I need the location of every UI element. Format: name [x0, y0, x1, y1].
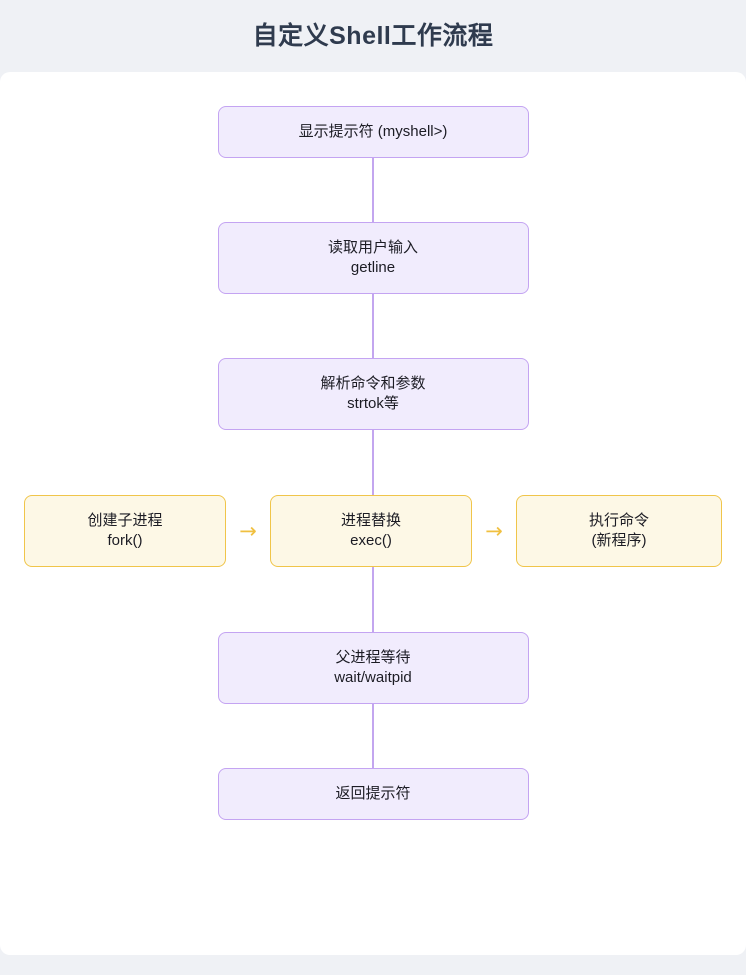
node-label-line1: 读取用户输入 [327, 239, 418, 256]
node-label-line1: 创建子进程 [87, 512, 163, 529]
page-header: 自定义Shell工作流程 [0, 0, 746, 72]
connector-wait-to-return [372, 704, 374, 768]
connector-prompt-to-read [372, 158, 374, 222]
node-label-line2: strtok等 [347, 395, 399, 412]
node-fork-child[interactable]: 创建子进程 fork() [24, 495, 226, 567]
node-label-line1: 返回提示符 [335, 785, 411, 802]
node-label-line1: 父进程等待 [335, 649, 411, 666]
connector-parse-to-fork [372, 430, 374, 495]
arrow-right-icon: → [239, 518, 257, 543]
node-parent-wait[interactable]: 父进程等待 wait/waitpid [217, 632, 529, 704]
node-run-command[interactable]: 执行命令 (新程序) [516, 495, 722, 567]
node-label-line2: fork() [107, 532, 143, 549]
process-row: 创建子进程 fork() → 进程替换 exec() → 执行命令 (新程序) [0, 495, 746, 567]
node-return-prompt[interactable]: 返回提示符 [217, 768, 529, 820]
node-label-line1: 解析命令和参数 [320, 375, 426, 392]
connector-exec-to-wait [372, 567, 374, 632]
connector-read-to-parse [372, 294, 374, 358]
diagram-card: 显示提示符 (myshell>) 读取用户输入 getline 解析命令和参数 … [0, 72, 746, 955]
node-label-line1: 进程替换 [340, 512, 401, 529]
node-label-line2: exec() [350, 532, 392, 549]
page-title: 自定义Shell工作流程 [252, 21, 494, 50]
flowchart: 显示提示符 (myshell>) 读取用户输入 getline 解析命令和参数 … [0, 72, 746, 820]
node-label-line2: getline [350, 259, 396, 276]
node-label-line2: (新程序) [591, 532, 647, 549]
node-label-line1: 显示提示符 (myshell>) [298, 123, 448, 140]
node-parse-command[interactable]: 解析命令和参数 strtok等 [217, 358, 529, 430]
node-display-prompt[interactable]: 显示提示符 (myshell>) [217, 106, 529, 158]
node-label-line1: 执行命令 [588, 512, 649, 529]
arrow-right-icon: → [485, 518, 503, 543]
node-exec-replace[interactable]: 进程替换 exec() [270, 495, 472, 567]
node-label-line2: wait/waitpid [334, 669, 412, 686]
node-read-input[interactable]: 读取用户输入 getline [217, 222, 529, 294]
